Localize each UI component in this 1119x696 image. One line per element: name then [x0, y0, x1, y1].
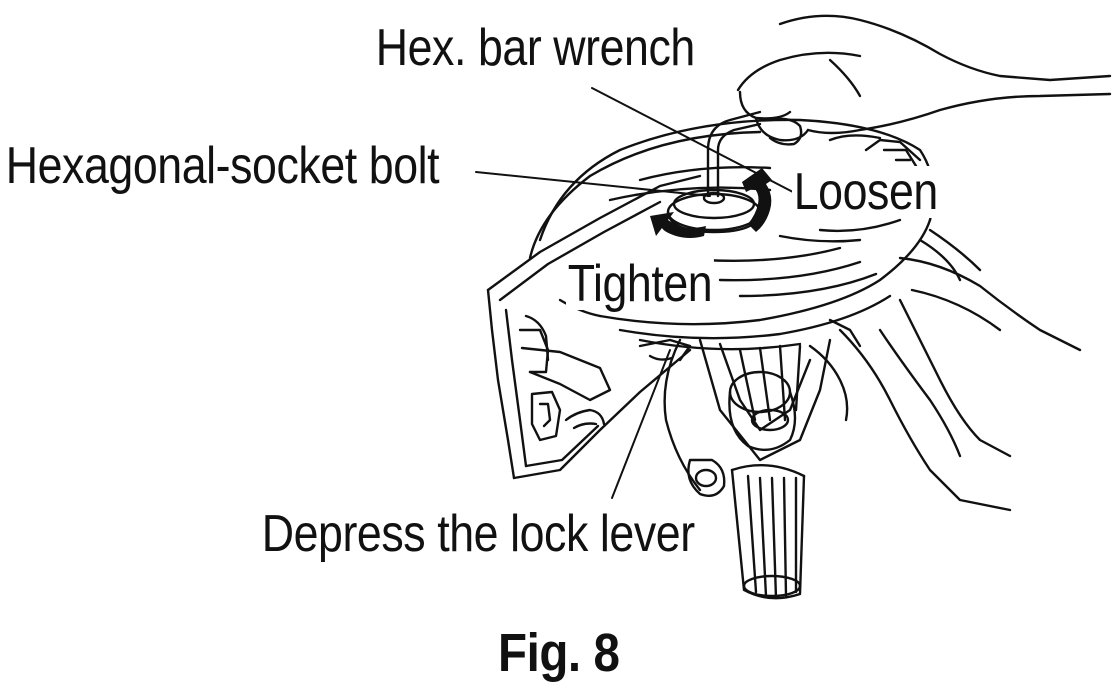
- bolt-leader: [475, 171, 711, 197]
- hex-bar-wrench-label: Hex. bar wrench: [374, 19, 697, 77]
- leader-lines: [475, 87, 821, 499]
- right-hand: [736, 14, 1112, 146]
- loosen-label: Loosen: [792, 163, 940, 221]
- blade-flange: [666, 188, 762, 234]
- base-plate: [486, 174, 702, 480]
- hex-bar-wrench: [706, 110, 762, 198]
- blade-guard: [528, 118, 935, 351]
- left-hand: [838, 228, 1082, 512]
- loosen-arrow: [742, 168, 772, 232]
- lock-lever: [638, 338, 692, 362]
- tighten-arrow: [650, 212, 706, 238]
- motor-housing: [663, 318, 862, 497]
- figure-caption: Fig. 8: [498, 623, 620, 683]
- tighten-label: Tighten: [566, 255, 714, 313]
- hexagonal-socket-bolt-label: Hexagonal-socket bolt: [4, 137, 441, 195]
- wrench-leader: [591, 87, 821, 207]
- depress-lock-lever-label: Depress the lock lever: [260, 505, 697, 563]
- grip-handle: [730, 464, 806, 600]
- lever-leader: [611, 349, 671, 499]
